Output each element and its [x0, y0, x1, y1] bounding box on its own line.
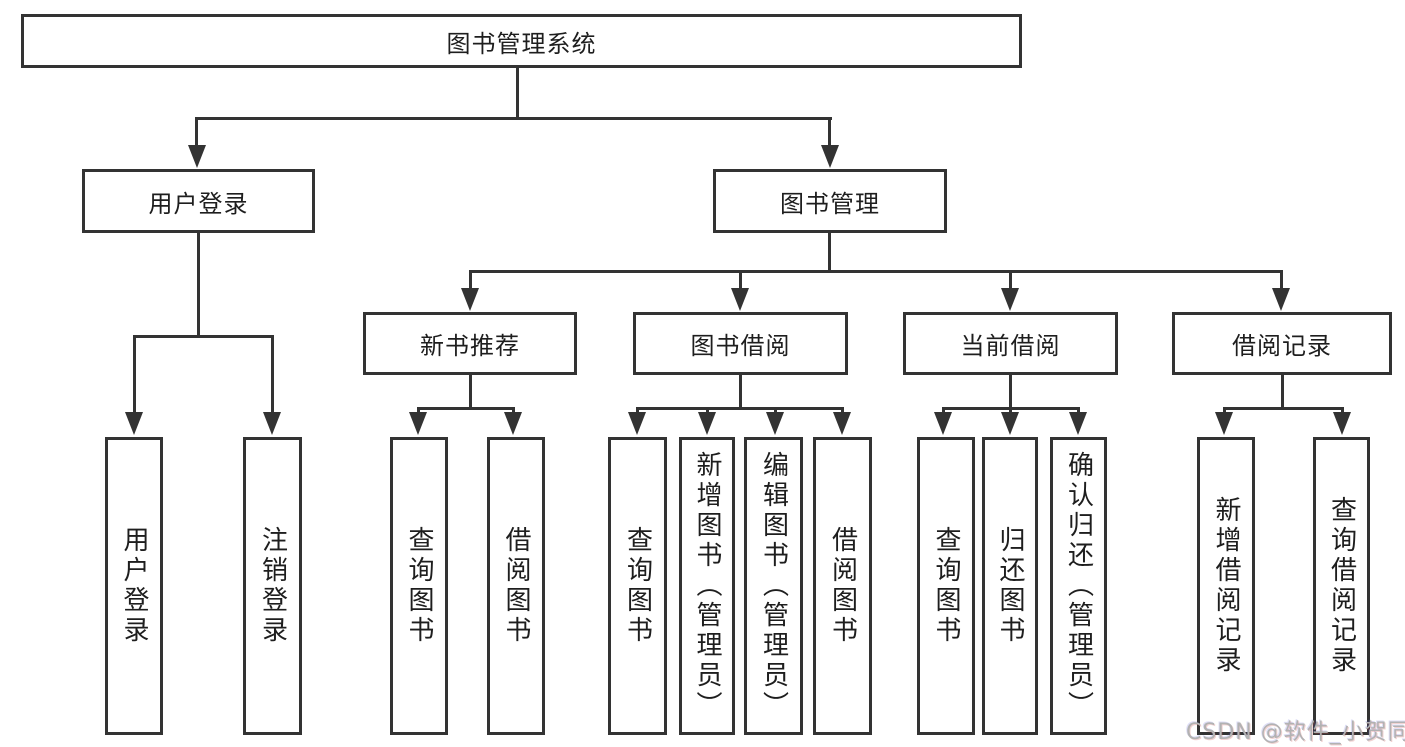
node-current-query-books: 查询图书	[917, 437, 975, 735]
arrow-down-icon	[1001, 412, 1019, 435]
connector-line	[133, 335, 136, 413]
node-label: 图书管理	[780, 189, 880, 218]
connector-line	[706, 407, 709, 413]
arrow-down-icon	[934, 412, 952, 435]
arrow-down-icon	[821, 145, 839, 168]
arrow-down-icon	[263, 412, 281, 435]
connector-line	[739, 375, 742, 410]
node-book-management-system: 图书管理系统	[21, 14, 1022, 68]
node-login-user-login: 用户登录	[105, 437, 163, 735]
arrow-down-icon	[461, 288, 479, 311]
node-label: 确认归还（管理员）	[1063, 451, 1094, 721]
node-label: 借阅记录	[1232, 332, 1332, 360]
arrow-down-icon	[1001, 288, 1019, 311]
node-new-book-recommendation: 新书推荐	[363, 312, 577, 375]
connector-line	[417, 407, 420, 413]
connector-line	[1280, 270, 1283, 289]
connector-line	[195, 117, 832, 120]
arrow-down-icon	[1272, 288, 1290, 311]
node-label: 注销登录	[257, 526, 288, 646]
connector-line	[1009, 270, 1012, 289]
node-label: 查询图书	[404, 526, 434, 646]
node-label: 当前借阅	[960, 332, 1061, 360]
arrow-down-icon	[188, 145, 206, 168]
connector-line	[1281, 375, 1284, 410]
connector-line	[512, 407, 515, 413]
arrow-down-icon	[504, 412, 522, 435]
connector-line	[1223, 407, 1344, 410]
arrow-down-icon	[766, 412, 784, 435]
connector-line	[1009, 375, 1012, 410]
node-borrowing-records: 借阅记录	[1172, 312, 1392, 375]
node-records-query-borrow-record: 查询借阅记录	[1313, 437, 1370, 735]
node-borrowing-add-book-admin: 新增图书（管理员）	[679, 437, 735, 735]
node-current-return-books: 归还图书	[982, 437, 1038, 735]
arrow-down-icon	[1215, 412, 1233, 435]
connector-line	[469, 375, 472, 410]
node-label: 查询图书	[622, 526, 653, 646]
connector-line	[1009, 407, 1012, 413]
connector-line	[828, 117, 831, 146]
node-label: 借阅图书	[827, 526, 858, 646]
connector-line	[942, 407, 945, 413]
node-label: 归还图书	[995, 526, 1025, 646]
connector-line	[271, 335, 274, 413]
node-book-management: 图书管理	[713, 169, 947, 233]
arrow-down-icon	[409, 412, 427, 435]
node-label: 新增图书（管理员）	[692, 451, 722, 721]
node-label: 查询图书	[931, 526, 961, 646]
node-login-logout: 注销登录	[243, 437, 302, 735]
node-records-add-borrow-record: 新增借阅记录	[1197, 437, 1255, 735]
connector-line	[1341, 407, 1344, 413]
node-label: 图书管理系统	[446, 29, 597, 58]
connector-line	[195, 117, 198, 146]
arrow-down-icon	[125, 412, 143, 435]
node-rec-borrow-books: 借阅图书	[487, 437, 545, 735]
node-label: 查询借阅记录	[1326, 496, 1357, 676]
node-current-borrowing: 当前借阅	[903, 312, 1118, 375]
connector-line	[133, 335, 274, 338]
connector-line	[1223, 407, 1226, 413]
node-user-login: 用户登录	[82, 169, 315, 233]
node-rec-query-books: 查询图书	[390, 437, 448, 735]
connector-line	[516, 68, 519, 120]
node-borrowing-query-books: 查询图书	[608, 437, 667, 735]
connector-line	[197, 233, 200, 338]
arrow-down-icon	[731, 288, 749, 311]
node-label: 用户登录	[119, 526, 149, 646]
node-label: 借阅图书	[501, 526, 531, 646]
node-label: 图书借阅	[690, 332, 791, 360]
node-label: 用户登录	[148, 189, 249, 218]
connector-line	[739, 270, 742, 289]
connector-line	[469, 270, 1282, 273]
node-borrowing-borrow-books: 借阅图书	[813, 437, 872, 735]
node-current-confirm-return-admin: 确认归还（管理员）	[1050, 437, 1107, 735]
arrow-down-icon	[1069, 412, 1087, 435]
connector-line	[636, 407, 639, 413]
arrow-down-icon	[833, 412, 851, 435]
node-borrowing-edit-book-admin: 编辑图书（管理员）	[744, 437, 803, 735]
arrow-down-icon	[1333, 412, 1351, 435]
arrow-down-icon	[628, 412, 646, 435]
connector-line	[828, 233, 831, 273]
csdn-watermark: CSDN @软件_小贺同学	[1186, 720, 1405, 745]
connector-line	[469, 270, 472, 289]
connector-line	[774, 407, 777, 413]
node-label: 编辑图书（管理员）	[758, 451, 789, 721]
connector-line	[636, 407, 844, 410]
node-book-borrowing: 图书借阅	[633, 312, 848, 375]
arrow-down-icon	[698, 412, 716, 435]
connector-line	[417, 407, 515, 410]
connector-line	[841, 407, 844, 413]
connector-line	[1077, 407, 1080, 413]
node-label: 新书推荐	[420, 332, 520, 360]
node-label: 新增借阅记录	[1211, 496, 1241, 676]
